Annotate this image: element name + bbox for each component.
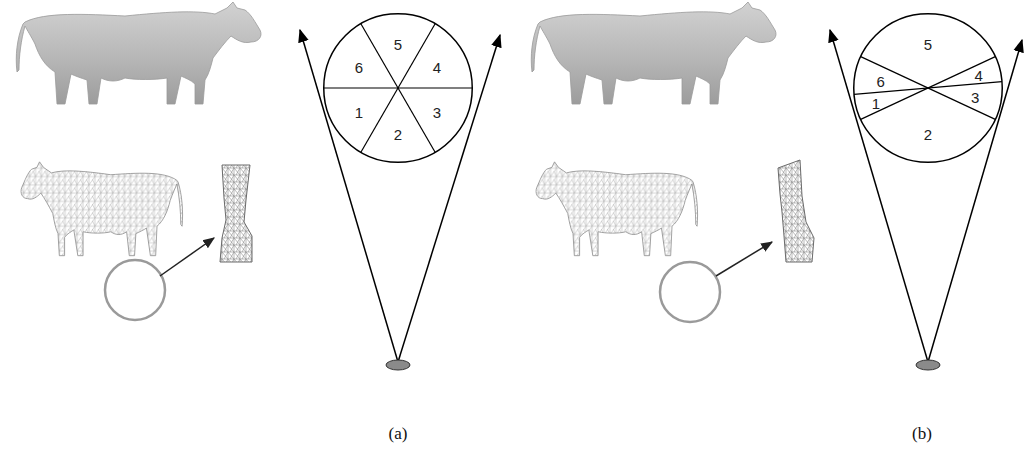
- zoom-arrow: [716, 242, 772, 276]
- panel-caption: (b): [912, 424, 932, 444]
- sector-number: 3: [433, 104, 441, 119]
- viewer: [386, 360, 410, 370]
- sector-number: 2: [394, 127, 402, 142]
- sector-number: 1: [872, 95, 880, 110]
- sector-number: 6: [877, 73, 885, 88]
- sector-number: 4: [975, 68, 983, 83]
- sector-number: 1: [355, 104, 363, 119]
- sector-number: 4: [433, 59, 441, 74]
- view-partition-circle: 5 6 4 1 3 2: [323, 13, 473, 163]
- shaded-cow: [16, 2, 261, 104]
- circle-border: [854, 14, 1003, 163]
- sector-number: 6: [355, 59, 363, 74]
- leg-closeup: [778, 160, 814, 262]
- sector-divider: [861, 57, 996, 120]
- sector-divider: [861, 57, 996, 120]
- leg-closeup: [220, 165, 252, 262]
- leg-highlight: [105, 260, 165, 320]
- wireframe-cow: [21, 162, 183, 256]
- circle-border: [324, 14, 473, 163]
- view-partition-circle: 5 6 4 1 3 2: [853, 13, 1003, 163]
- sector-divider: [361, 24, 435, 153]
- shaded-cow: [531, 2, 776, 104]
- wireframe-cow: [536, 162, 698, 256]
- sector-number: 3: [971, 90, 979, 105]
- zoom-arrow: [160, 238, 214, 276]
- sector-number: 2: [924, 127, 932, 142]
- leg-highlight: [660, 262, 720, 322]
- panel-caption: (a): [389, 424, 408, 444]
- sector-divider: [361, 24, 435, 153]
- viewer: [916, 360, 940, 370]
- sector-number: 5: [394, 37, 402, 52]
- sector-number: 5: [924, 37, 932, 52]
